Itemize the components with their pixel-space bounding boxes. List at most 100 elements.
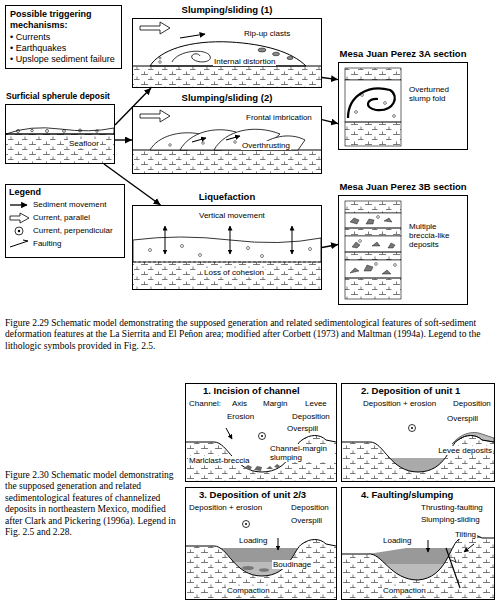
section-3a-drawing — [345, 80, 401, 122]
imbrication-drawing — [202, 142, 205, 145]
channel-incision-drawing — [186, 428, 336, 481]
spherule-deposit-drawing — [6, 128, 114, 134]
legend-text: Current, perpendicular — [33, 226, 113, 236]
section-3a-drawing — [345, 68, 401, 80]
feature-label: Loading — [238, 536, 268, 545]
faulting-drawing — [464, 544, 474, 552]
panel-box: 1. Incision of channelChannel:AxisMargin… — [185, 383, 337, 482]
spherule-deposit-drawing — [17, 130, 20, 133]
feature-label: Thrusting-faulting — [420, 503, 484, 512]
feature-label: Deposition + erosion — [362, 399, 437, 408]
unit1-deposition-drawing — [342, 425, 494, 482]
channel-incision-drawing — [226, 428, 232, 439]
panel-heading: 3. Deposition of unit 2/3 — [198, 490, 307, 501]
section-3b-drawing — [382, 270, 391, 274]
panel-box: Surficial spherule depositSeafloor — [5, 104, 115, 164]
section-3a-drawing — [393, 115, 396, 118]
section-3b-drawing — [345, 252, 401, 260]
slump-drawing — [258, 48, 266, 52]
section-3b-drawing — [364, 265, 373, 271]
legend-text: Faulting — [33, 239, 61, 249]
panel-heading: Liquefaction — [198, 192, 256, 203]
flow-arrow — [322, 245, 338, 248]
channel-incision-drawing — [254, 466, 262, 471]
liquefaction-drawing — [309, 248, 312, 251]
feature-label: Loading — [382, 536, 412, 545]
liquefaction-drawing — [292, 226, 293, 254]
faulting-drawing — [428, 540, 429, 552]
feature-label: Frontal imbrication — [245, 113, 313, 122]
panel-box: LiquefactionVertical movementLoss of coh… — [132, 205, 322, 290]
channel-incision-drawing — [274, 464, 280, 468]
feature-label: Overturned slump fold — [408, 85, 466, 103]
liquefaction-drawing — [199, 254, 202, 257]
panel-heading: Mesa Juan Perez 3A section — [339, 49, 468, 60]
spherule-deposit-drawing — [63, 130, 66, 133]
liquefaction-drawing — [133, 237, 321, 262]
legend-box — [6, 185, 125, 258]
section-3b-drawing — [359, 240, 362, 243]
section-3b-drawing — [366, 219, 374, 224]
panel-heading: Mesa Juan Perez 3B section — [338, 182, 467, 193]
feature-label: Marlclast-breccia — [188, 456, 250, 465]
spherule-deposit-drawing — [6, 134, 114, 163]
feature-label: Loss of cohesion — [203, 268, 265, 277]
legend-box — [10, 213, 29, 223]
slump-drawing — [273, 52, 280, 56]
spherule-deposit-drawing — [17, 129, 99, 133]
slump-drawing — [180, 34, 205, 38]
feature-label: Compaction — [226, 586, 271, 595]
unit1-deposition-drawing — [411, 427, 413, 429]
slump-drawing — [159, 61, 162, 64]
liquefaction-drawing — [133, 262, 321, 263]
imbrication-drawing — [226, 136, 240, 140]
section-3b-drawing — [372, 242, 380, 246]
channel-incision-drawing — [186, 436, 336, 473]
unit23-deposition-drawing — [242, 566, 254, 570]
feature-label: Internal distortion — [213, 57, 276, 66]
panel-heading: 1. Incision of channel — [202, 386, 301, 397]
liquefaction-drawing — [133, 226, 321, 289]
spherule-deposit-drawing — [79, 129, 82, 132]
flow-arrow — [115, 139, 132, 140]
panel-box: 3. Deposition of unit 2/3Deposition + er… — [185, 487, 337, 600]
section-3b-drawing — [345, 260, 401, 278]
section-3a-drawing — [348, 88, 395, 118]
legend-text: Sediment movement — [33, 200, 106, 210]
spherule-deposit-drawing — [31, 129, 34, 132]
unit23-deposition-drawing — [186, 521, 336, 600]
feature-label: • Upslope sediment failure — [10, 54, 117, 65]
section-3a-drawing — [361, 94, 364, 97]
unit23-deposition-drawing — [243, 521, 250, 528]
section-3a-drawing — [345, 122, 401, 146]
faulting-drawing — [451, 557, 456, 562]
legend-box — [10, 204, 27, 205]
feature-label: Levee — [304, 399, 328, 408]
spherule-deposit-drawing — [46, 130, 49, 133]
spherule-deposit-drawing — [96, 130, 99, 133]
slump-drawing — [140, 22, 170, 34]
faulting-drawing — [342, 535, 494, 599]
figure-caption: Figure 2.29 Schematic model demonstratin… — [5, 318, 495, 352]
flow-arrow — [322, 120, 338, 124]
unit23-deposition-drawing — [278, 538, 279, 550]
legend-title: Legend — [9, 187, 41, 198]
feature-label: Overspill — [446, 414, 479, 423]
unit23-deposition-drawing — [242, 566, 269, 572]
feature-label: Slumping-sliding — [420, 515, 481, 524]
imbrication-drawing — [140, 110, 170, 122]
flow-arrow — [322, 78, 338, 80]
feature-label: • Earthquakes — [10, 43, 117, 54]
feature-label: Overthrusting — [241, 141, 291, 150]
liquefaction-drawing — [181, 245, 184, 248]
feature-label: Vertical movement — [198, 211, 266, 220]
panel-box: 2. Deposition of unit 1Deposition + eros… — [341, 383, 495, 482]
liquefaction-drawing — [165, 226, 292, 254]
feature-label: Compaction — [382, 586, 427, 595]
panel-box: 4. Faulting/slumpingThrusting-faultingSl… — [341, 487, 495, 600]
section-3a-drawing — [355, 94, 396, 118]
slump-drawing — [159, 57, 161, 59]
faulting-drawing — [362, 564, 462, 584]
section-3b-drawing — [345, 201, 401, 299]
feature-label: Tilting — [454, 530, 477, 539]
